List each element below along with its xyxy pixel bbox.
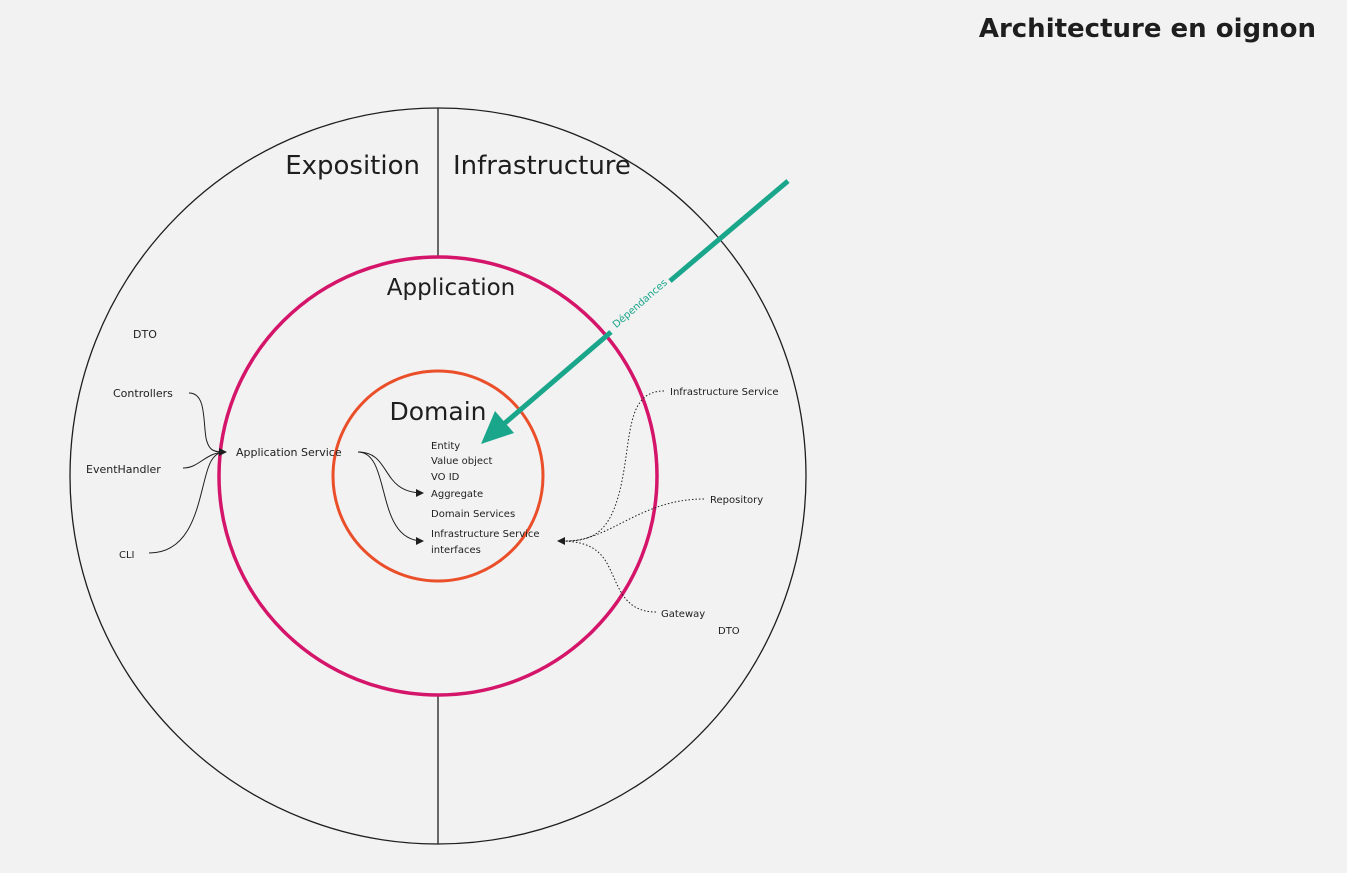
gateway-label: Gateway: [661, 609, 705, 620]
app-service-to-interfaces-connector: [357, 451, 424, 545]
application-layer-label: Application: [387, 275, 516, 301]
page-title: Architecture en oignon: [978, 14, 1316, 44]
app-service-to-aggregate-connector: [357, 451, 424, 497]
event-handler-label: EventHandler: [86, 463, 161, 476]
domain-services-label: Domain Services: [431, 509, 515, 520]
cli-connector: [148, 451, 227, 554]
infrastructure-service-label: Infrastructure Service: [670, 387, 779, 398]
domain-layer-label: Domain: [389, 397, 486, 426]
exposition-dto-label: DTO: [133, 328, 157, 341]
aggregate-label: Aggregate: [431, 489, 483, 500]
vo-id-label: VO ID: [431, 472, 460, 483]
exposition-layer-label: Exposition: [285, 151, 420, 181]
controllers-label: Controllers: [113, 387, 173, 400]
dependency-arrow-shaft-upper: [668, 179, 790, 283]
infra-service-interfaces-label-line1: Infrastructure Service: [431, 529, 540, 540]
domain-ring: [331, 369, 545, 583]
repository-label: Repository: [710, 495, 763, 506]
value-object-label: Value object: [431, 456, 493, 467]
infra-service-implements-connector: [565, 390, 665, 542]
controllers-connector: [188, 392, 227, 456]
cli-label: CLI: [119, 550, 135, 561]
application-ring: [217, 255, 659, 697]
dependency-arrowhead: [481, 411, 514, 444]
gateway-implements-connector: [557, 537, 657, 613]
application-service-label: Application Service: [236, 446, 342, 459]
repository-implements-connector: [565, 498, 705, 542]
infra-service-interfaces-label-line2: interfaces: [431, 545, 481, 556]
infrastructure-layer-label: Infrastructure: [453, 151, 631, 181]
dependency-arrow-shaft-lower: [503, 330, 613, 425]
entity-label: Entity: [431, 441, 460, 452]
infrastructure-dto-label: DTO: [718, 626, 740, 637]
dependency-label: Dépendances: [610, 277, 669, 331]
